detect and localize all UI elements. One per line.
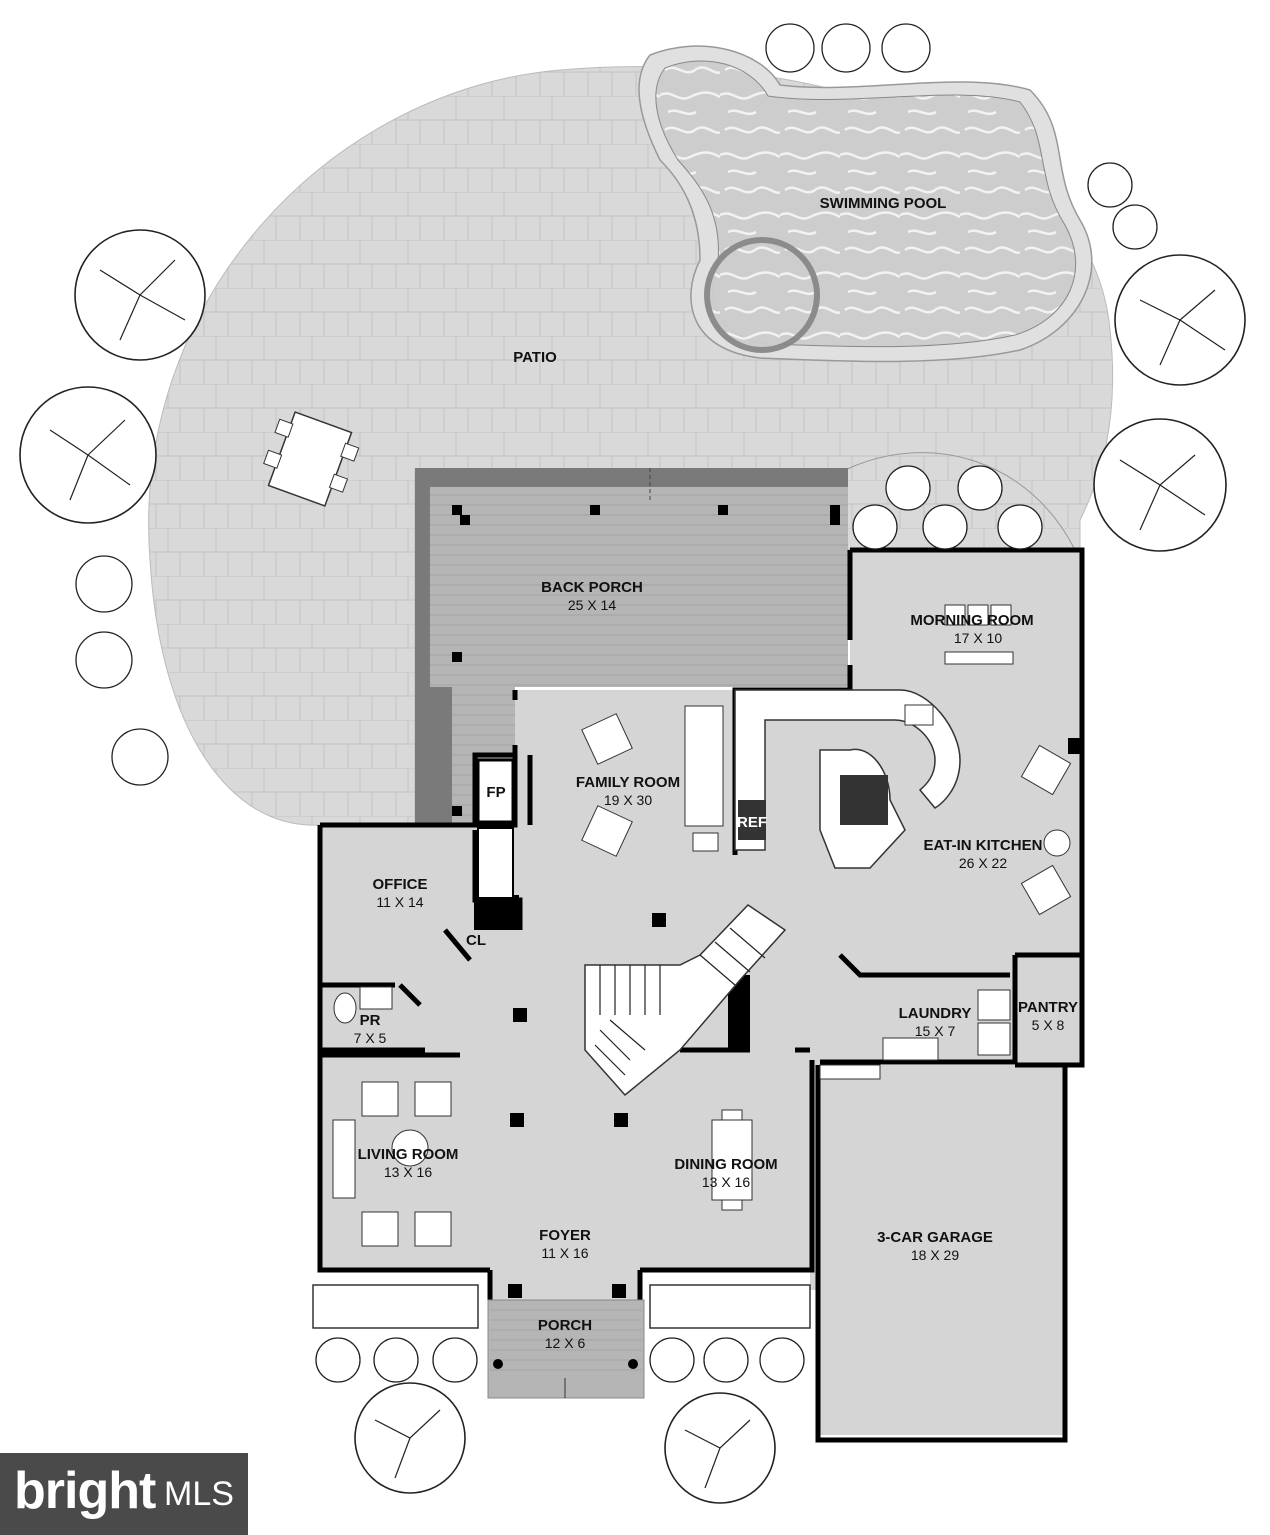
back-porch-dim: 25 X 14 [568, 597, 616, 613]
watermark-suffix: MLS [164, 1475, 234, 1513]
office-label: OFFICE [373, 876, 428, 893]
living-room-dim: 13 X 16 [384, 1164, 432, 1180]
pantry-label: PANTRY [1018, 999, 1078, 1016]
kitchen-cabinets: REF [734, 689, 1072, 916]
living-room-label: LIVING ROOM [358, 1146, 459, 1163]
patio-label: PATIO [513, 349, 557, 366]
garage-steps [819, 1064, 881, 1080]
morning-room-label: MORNING ROOM [910, 612, 1033, 629]
family-room-dim: 19 X 30 [604, 792, 652, 808]
interior-columns [474, 738, 1082, 1298]
outdoor-dining-table [263, 411, 360, 507]
pantry-dim: 5 X 8 [1032, 1017, 1065, 1033]
pr-label: PR [360, 1012, 381, 1029]
morning-room-dim: 17 X 10 [954, 630, 1002, 646]
living-room-furniture [332, 1081, 452, 1247]
morning-room-bench [944, 604, 1014, 665]
swimming-pool-label: SWIMMING POOL [820, 195, 947, 212]
porch-dim: 12 X 6 [545, 1335, 586, 1351]
eat-in-kitchen-dim: 26 X 22 [959, 855, 1007, 871]
office-dim: 11 X 14 [376, 894, 423, 910]
garage-dim: 18 X 29 [911, 1247, 959, 1263]
watermark-word: bright [14, 1462, 156, 1520]
porch-label: PORCH [538, 1317, 592, 1334]
dining-room-label: DINING ROOM [674, 1156, 777, 1173]
front-hedges [312, 1284, 811, 1329]
powder-room-fixtures [333, 986, 393, 1024]
staircase [584, 904, 787, 1097]
family-room-furniture [581, 705, 724, 857]
ref-label: REF [737, 814, 767, 831]
shrubs [75, 23, 1158, 1383]
fp-label: FP [486, 784, 505, 801]
cl-label: CL [466, 932, 486, 949]
garage-label: 3-CAR GARAGE [877, 1229, 993, 1246]
bright-mls-watermark: bright MLS [0, 1453, 248, 1535]
foyer-dim: 11 X 16 [541, 1245, 588, 1261]
pr-dim: 7 X 5 [354, 1030, 387, 1046]
laundry-label: LAUNDRY [899, 1005, 972, 1022]
back-porch-label: BACK PORCH [541, 579, 643, 596]
laundry-dim: 15 X 7 [915, 1023, 956, 1039]
front-porch [487, 1299, 645, 1399]
laundry-appliances [882, 989, 1011, 1061]
dining-table [711, 1109, 753, 1211]
foyer-label: FOYER [539, 1227, 591, 1244]
trees [19, 229, 1246, 1504]
swimming-pool: SWIMMING POOL [638, 45, 1093, 363]
fireplace: FP [476, 758, 515, 899]
eat-in-kitchen-label: EAT-IN KITCHEN [924, 837, 1043, 854]
family-room-label: FAMILY ROOM [576, 774, 680, 791]
dining-room-dim: 13 X 16 [702, 1174, 750, 1190]
